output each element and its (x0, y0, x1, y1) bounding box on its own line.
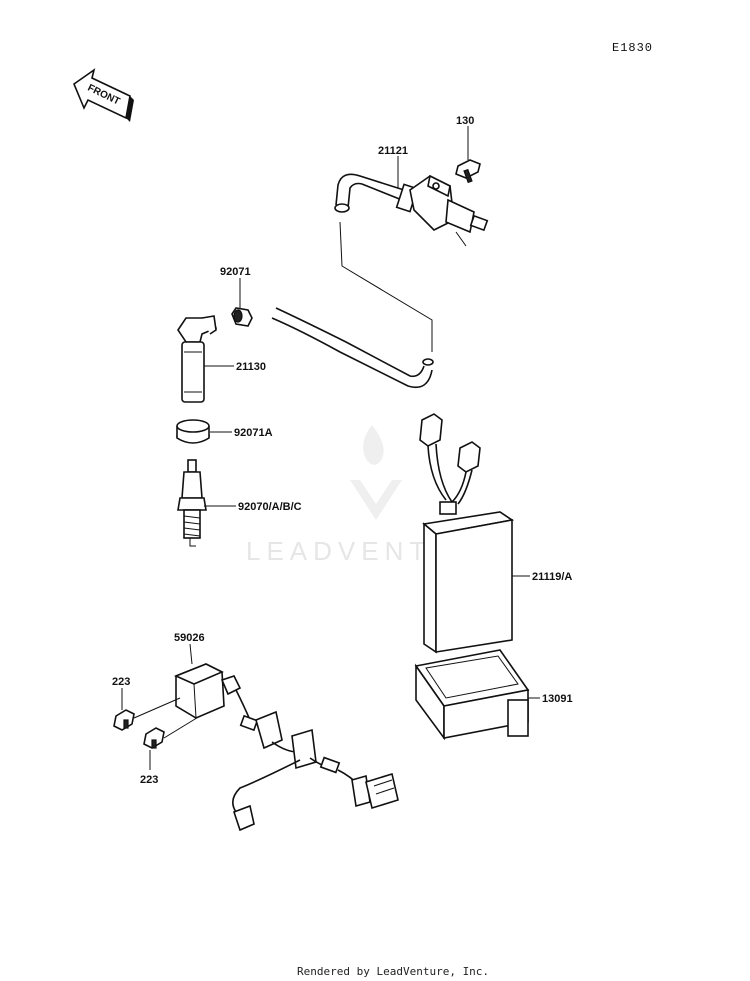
part-screw-223-b[interactable] (143, 727, 165, 749)
part-cdi-case[interactable] (414, 649, 530, 741)
label-92070: 92070/A/B/C (238, 501, 302, 513)
part-bolt-130[interactable] (455, 159, 481, 184)
diagram-id: E1830 (612, 41, 653, 55)
label-13091: 13091 (542, 693, 573, 705)
label-223-b: 223 (140, 774, 158, 786)
part-seal-92071a[interactable] (176, 419, 210, 444)
front-arrow-icon: FRONT (73, 68, 134, 122)
label-130: 130 (456, 115, 474, 127)
label-92071a: 92071A (234, 427, 273, 439)
label-223-a: 223 (112, 676, 130, 688)
part-cdi-unit[interactable] (419, 413, 515, 654)
part-screw-223-a[interactable] (113, 709, 135, 731)
label-59026: 59026 (174, 632, 205, 644)
part-spark-plug[interactable] (177, 459, 207, 547)
part-high-tension-lead[interactable] (271, 307, 434, 389)
part-grommet-92071[interactable] (231, 307, 253, 327)
footer-credit: Rendered by LeadVenture, Inc. (297, 965, 489, 978)
label-21121: 21121 (378, 145, 408, 157)
part-regulator[interactable] (173, 663, 399, 832)
label-21130: 21130 (236, 361, 266, 373)
part-plug-cap[interactable] (177, 315, 218, 403)
label-92071: 92071 (220, 266, 251, 278)
label-21119: 21119/A (532, 571, 572, 583)
part-ignition-coil[interactable] (334, 173, 489, 247)
